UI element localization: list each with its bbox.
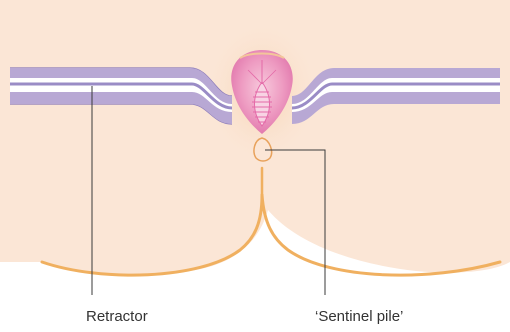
retractor-label: Retractor xyxy=(86,309,148,324)
sentinel-pile-label: ‘Sentinel pile’ xyxy=(315,309,403,324)
